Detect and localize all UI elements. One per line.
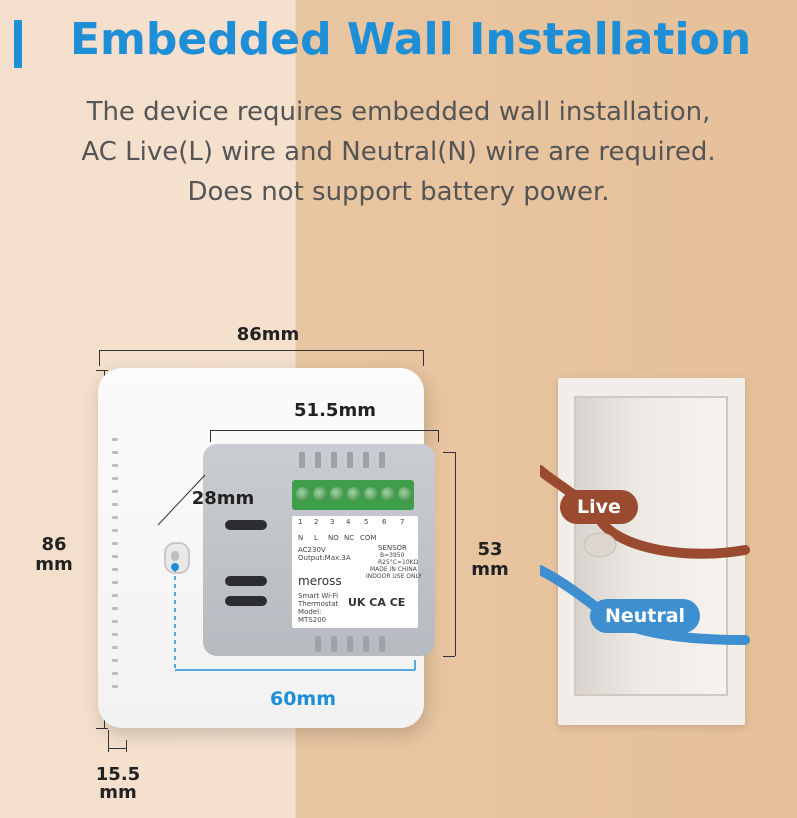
module-ridge (315, 452, 321, 468)
terminal-number-2: 2 (314, 518, 319, 526)
tick (438, 430, 439, 442)
dimline-thickness (108, 748, 126, 749)
terminal-number-3: 3 (330, 518, 335, 526)
model-number: MTS200 (298, 616, 327, 624)
mount-spacing-guide (174, 568, 416, 671)
subtitle-line-3: Does not support battery power. (187, 177, 610, 207)
dim-thickness-unit: mm (99, 782, 137, 803)
terminal-number-6: 6 (382, 518, 387, 526)
tick (210, 430, 211, 442)
tick (126, 740, 127, 752)
tick (99, 350, 100, 366)
dimline-plate-width (99, 350, 423, 351)
module-ridge (363, 452, 369, 468)
live-wire-label: Live (560, 490, 638, 524)
page-title: Embedded Wall Installation (70, 14, 752, 65)
module-vent (225, 520, 267, 530)
dim-module-height-value: 53 (477, 539, 503, 560)
indoor-use: INDOOR USE ONLY (366, 573, 422, 580)
depth-leader-line (157, 474, 206, 526)
module-ridge (315, 636, 321, 652)
tick (108, 730, 109, 752)
title-accent-bar (14, 20, 22, 68)
terminal-number-1: 1 (298, 518, 303, 526)
tick (423, 350, 424, 366)
certification-marks: UK CA CE (348, 596, 406, 609)
rating-line-2: Output:Max.3A (298, 554, 351, 562)
model-label: Model: (298, 608, 322, 616)
terminal-name-nc: NC (344, 534, 355, 542)
mount-point-dot (171, 563, 179, 571)
vent-holes (112, 438, 118, 698)
terminal-number-5: 5 (364, 518, 369, 526)
brand-logo: meross (298, 574, 342, 588)
wires (540, 465, 750, 645)
terminal-name-l: L (314, 534, 318, 542)
dim-plate-width: 86mm (236, 324, 300, 345)
terminal-name-no: NO (328, 534, 339, 542)
module-ridge (379, 452, 385, 468)
dim-mount-spacing: 60mm (269, 688, 337, 710)
live-wire (540, 465, 750, 559)
tick (96, 728, 108, 729)
module-vent (225, 576, 267, 586)
terminal-number-4: 4 (346, 518, 351, 526)
dim-module-height: 53 mm (462, 540, 518, 580)
subtitle-line-2: AC Live(L) wire and Neutral(N) wire are … (81, 137, 716, 167)
tick (443, 452, 455, 453)
sensor-spec-2: R25°C=10KΩ (378, 559, 419, 566)
terminal-name-com: COM (360, 534, 377, 542)
terminal-block (292, 480, 414, 510)
made-in: MADE IN CHINA (370, 566, 417, 573)
dim-module-depth: 28mm (191, 488, 255, 509)
subtitle: The device requires embedded wall instal… (0, 92, 797, 212)
sensor-spec: B=3950 (380, 552, 405, 559)
module-ridge (347, 452, 353, 468)
module-label-panel: 1 2 3 4 5 6 7 N L NO NC COM AC230V Outpu… (292, 516, 422, 628)
dim-plate-height: 86 mm (26, 535, 82, 575)
sensor-label: SENSOR (378, 544, 407, 552)
dim-plate-height-value: 86 (41, 534, 67, 555)
terminal-number-7: 7 (400, 518, 405, 526)
module-ridge (331, 636, 337, 652)
dim-module-width: 51.5mm (294, 400, 376, 421)
module-vent (225, 596, 267, 606)
product-line-1: Smart Wi-Fi (298, 592, 339, 600)
rating-line-1: AC230V (298, 546, 326, 554)
dim-thickness: 15.5 mm (88, 766, 148, 802)
module-ridge (379, 636, 385, 652)
module-ridge (299, 452, 305, 468)
module-ridge (331, 452, 337, 468)
thermostat-module: 1 2 3 4 5 6 7 N L NO NC COM AC230V Outpu… (203, 444, 435, 656)
product-line-2: Thermostat (298, 600, 339, 608)
subtitle-line-1: The device requires embedded wall instal… (86, 97, 711, 127)
tick (443, 656, 455, 657)
module-ridge (363, 636, 369, 652)
neutral-wire-label: Neutral (590, 599, 700, 633)
terminal-name-n: N (298, 534, 304, 542)
dim-plate-height-unit: mm (35, 554, 73, 575)
dimline-module-height (455, 452, 456, 656)
dimline-module-width (210, 430, 438, 431)
dim-module-height-unit: mm (471, 559, 509, 580)
tick (96, 370, 108, 371)
module-ridge (347, 636, 353, 652)
dim-thickness-value: 15.5 (95, 764, 141, 785)
